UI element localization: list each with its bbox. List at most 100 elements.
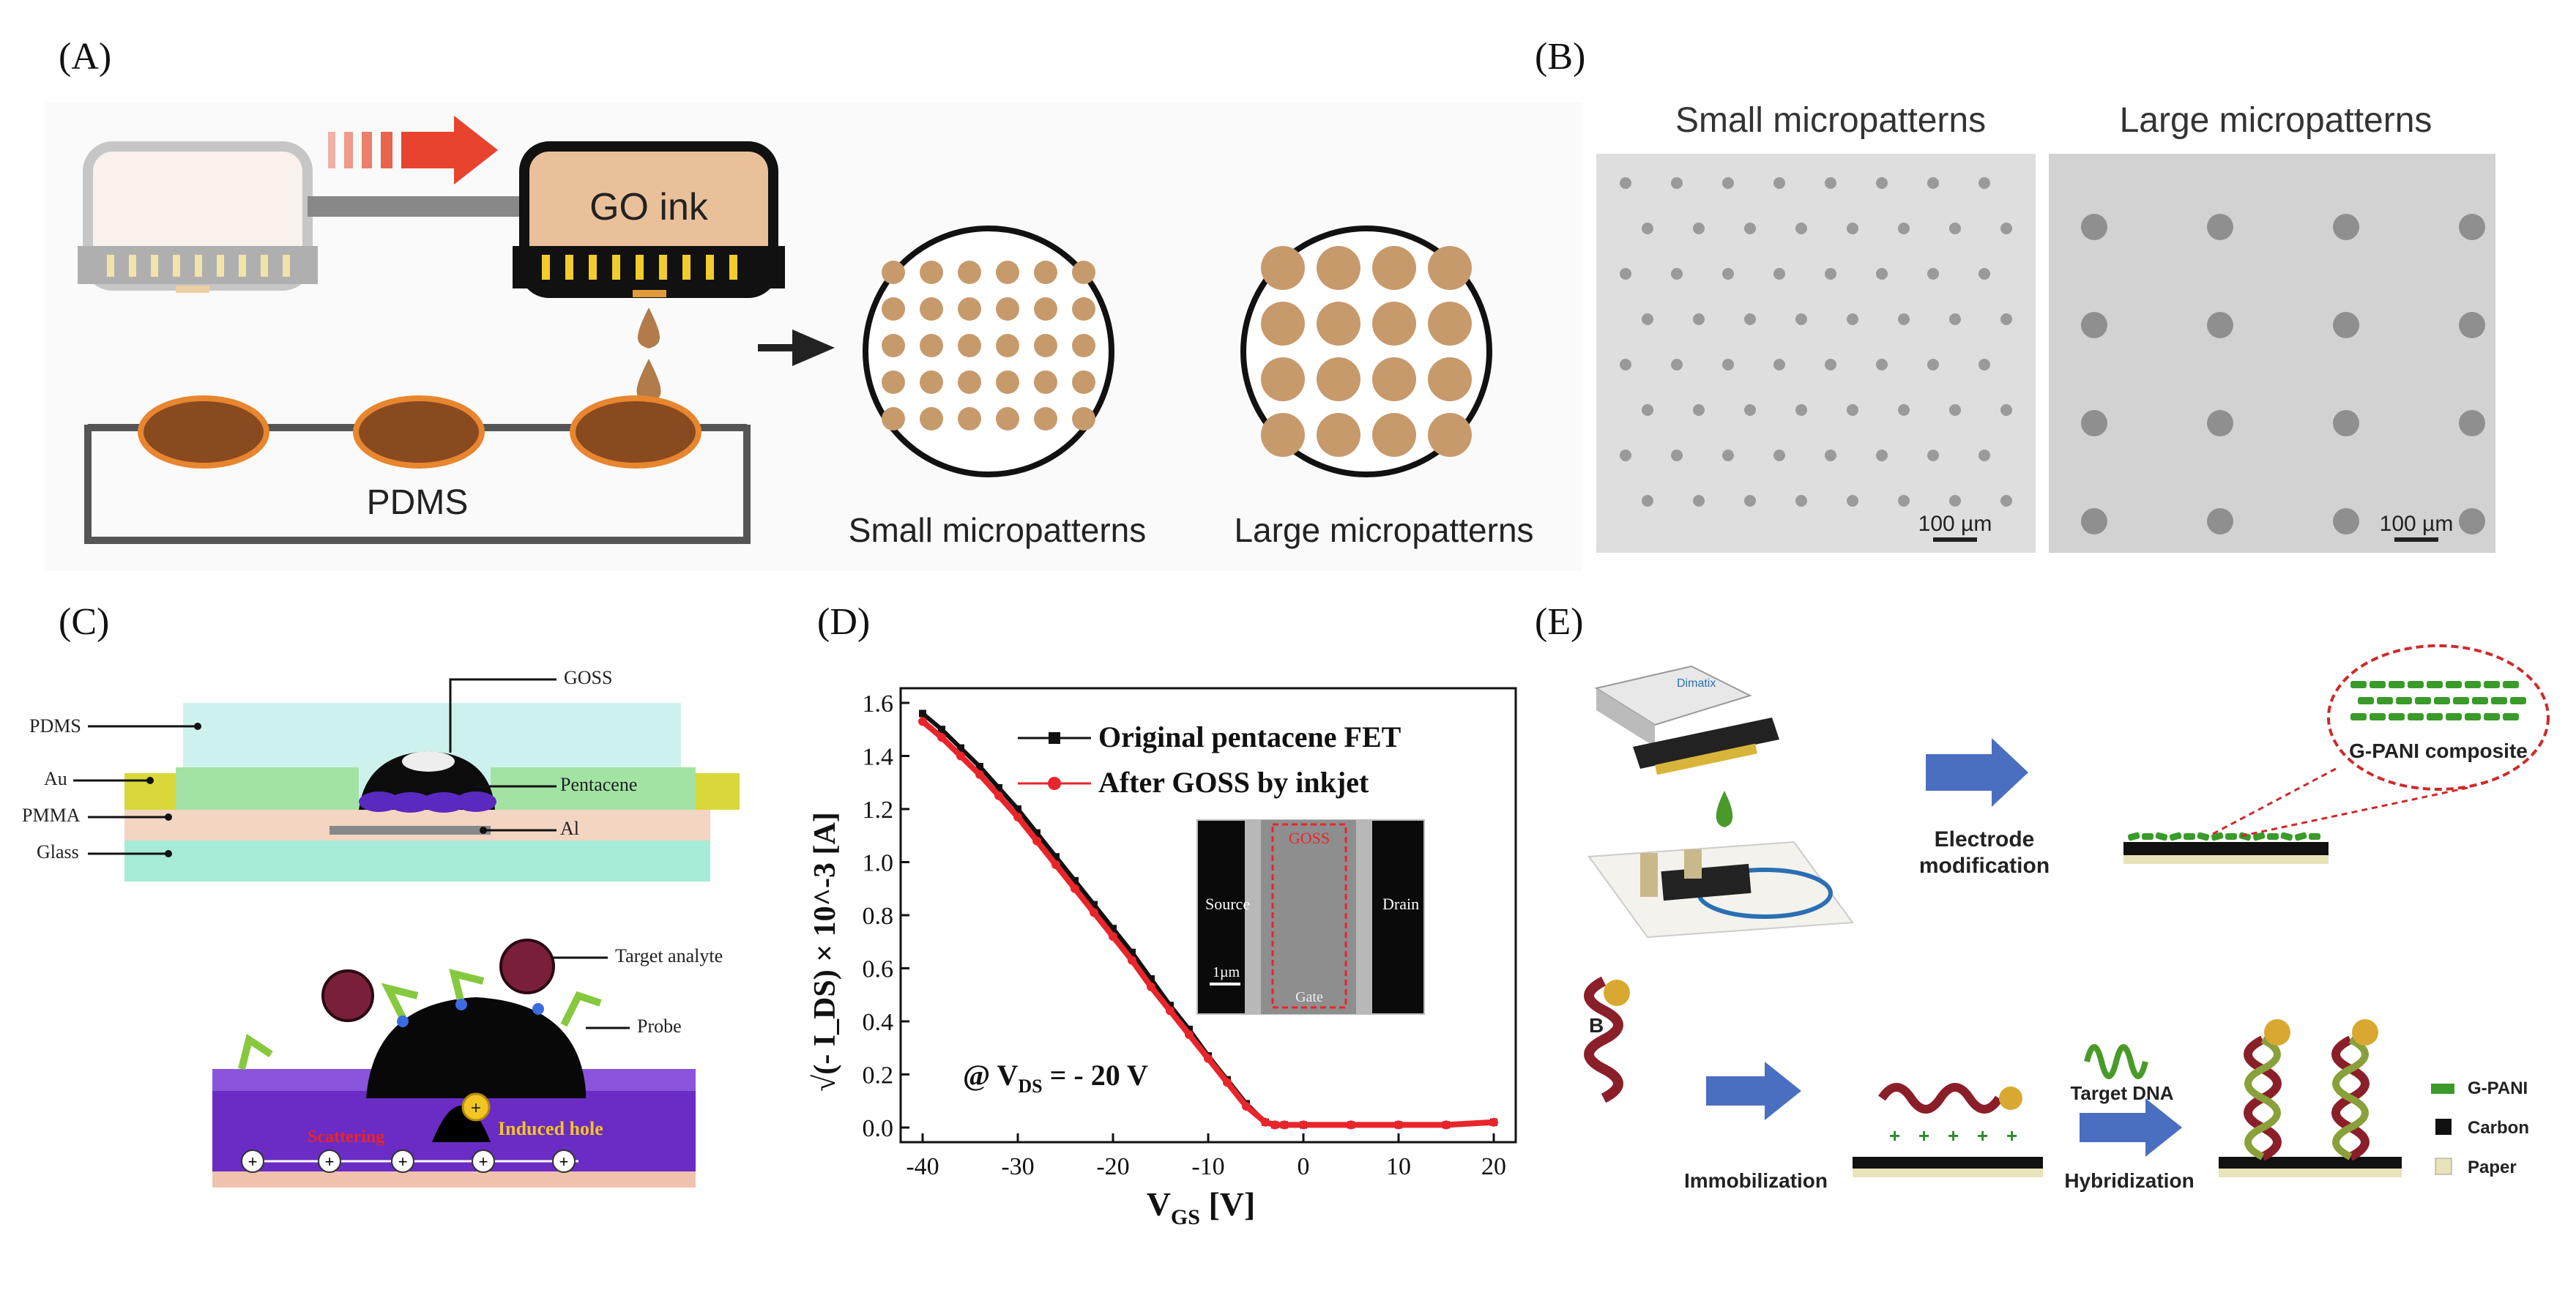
scale-bar-label-large: 100 µm xyxy=(2380,512,2454,536)
gpani-flake xyxy=(2434,697,2450,704)
data-point xyxy=(976,763,983,770)
micrograph-spot xyxy=(1722,359,1734,370)
micrograph-spot xyxy=(1744,495,1756,507)
micrograph-spot xyxy=(1927,359,1939,370)
micrograph-spot xyxy=(2081,214,2107,240)
ink-well xyxy=(353,395,485,469)
electrode-mod-label-2: modification xyxy=(1919,854,2050,878)
micropattern-dot xyxy=(996,334,1019,357)
data-point xyxy=(1013,812,1022,821)
gpani-flake xyxy=(2503,681,2519,688)
y-tick-label: 1.4 xyxy=(863,744,894,771)
gpani-flake xyxy=(2427,713,2443,720)
y-tick-label: 0.0 xyxy=(863,1115,894,1142)
au-label: Au xyxy=(44,768,67,789)
gpani-flake xyxy=(2465,713,2481,720)
target-dna-label: Target DNA xyxy=(2070,1082,2173,1104)
immobilized-probes: +++++ xyxy=(1853,1083,2043,1177)
micrograph-spot xyxy=(1795,313,1807,325)
micropattern-dot xyxy=(1428,302,1472,346)
data-point xyxy=(1051,860,1060,870)
micrograph-spot xyxy=(1825,268,1836,280)
pentacene-right xyxy=(491,767,696,810)
x-tick-label: 20 xyxy=(1481,1153,1506,1180)
micropattern-dot xyxy=(1034,370,1057,394)
panel-e-legend: G-PANI Carbon Paper xyxy=(2431,1078,2529,1177)
pmma-label: PMMA xyxy=(22,805,81,826)
modified-electrode xyxy=(2123,832,2329,864)
ink-well xyxy=(570,395,701,469)
scattering-label: Scattering xyxy=(308,1128,384,1147)
large-micropatterns-title: Large micropatterns xyxy=(2120,101,2432,140)
sub-panel-b-label: B xyxy=(1589,1014,1604,1037)
svg-text:+: + xyxy=(1948,1125,1959,1147)
immobilization-label: Immobilization xyxy=(1684,1169,1828,1192)
micrograph-spot xyxy=(1898,404,1910,416)
data-point xyxy=(1128,955,1136,965)
micrograph-spot xyxy=(1642,404,1653,416)
gpani-flake xyxy=(2127,832,2140,841)
micropattern-dot xyxy=(882,334,905,357)
hole-carriers: + + + + + xyxy=(241,1149,578,1173)
data-point xyxy=(1090,908,1098,917)
y-tick-label: 0.8 xyxy=(863,903,894,930)
gpani-flake xyxy=(2350,713,2367,720)
micrograph-spot xyxy=(1949,223,1961,234)
micropattern-dot xyxy=(920,297,943,321)
y-tick-label: 0.4 xyxy=(863,1009,894,1036)
gpani-flake xyxy=(2408,681,2424,688)
probe-label: Probe xyxy=(637,1016,682,1037)
y-tick-label: 1.6 xyxy=(863,690,894,718)
pmma-layer xyxy=(124,810,710,841)
go-ink-label: GO ink xyxy=(589,186,709,228)
gpani-flake xyxy=(2484,713,2500,720)
micrograph-spot xyxy=(2333,214,2359,240)
micrograph-spot xyxy=(2207,214,2233,240)
svg-text:+: + xyxy=(1918,1125,1929,1147)
micropattern-dot xyxy=(1072,261,1095,284)
svg-text:+: + xyxy=(1977,1125,1988,1147)
micrograph-spot xyxy=(2459,214,2485,240)
composite-label: G-PANI composite xyxy=(2349,739,2528,762)
gpani-flake xyxy=(2350,681,2367,688)
panel-c-label: (C) xyxy=(59,601,110,643)
data-point xyxy=(1109,925,1117,933)
micropattern-dot xyxy=(882,407,905,431)
data-point xyxy=(1166,1002,1174,1010)
micropattern-dot xyxy=(958,297,981,321)
svg-text:+: + xyxy=(559,1152,569,1171)
micrograph-spot xyxy=(1744,313,1756,325)
micrograph-spot xyxy=(1773,359,1785,370)
gpani-flake xyxy=(2155,832,2168,841)
micrograph-spot xyxy=(1795,404,1807,416)
gpani-flake xyxy=(2370,713,2386,720)
micropattern-dot xyxy=(1261,302,1305,346)
panel-d-label: (D) xyxy=(817,601,871,643)
data-point xyxy=(937,733,946,742)
micropattern-dot xyxy=(1317,357,1360,401)
gpani-flake xyxy=(2197,832,2210,841)
micrograph-spot xyxy=(1671,177,1683,189)
micrograph-spot xyxy=(2207,312,2233,338)
panel-e-label: (E) xyxy=(1535,601,1584,643)
data-point xyxy=(1280,1120,1289,1130)
micrograph-spot xyxy=(2000,313,2012,325)
data-point xyxy=(1204,1054,1213,1063)
x-tick-label: -30 xyxy=(1001,1153,1034,1180)
hybridized-dna xyxy=(2219,1019,2402,1177)
micropattern-dot xyxy=(1261,413,1305,457)
data-point xyxy=(994,791,1003,800)
svg-text:+: + xyxy=(248,1152,258,1171)
svg-text:+: + xyxy=(1889,1125,1900,1147)
data-point xyxy=(938,726,945,734)
svg-text:+: + xyxy=(398,1152,408,1171)
micropattern-dot xyxy=(1372,357,1416,401)
micrograph-spot xyxy=(1978,268,1990,280)
micropattern-dot xyxy=(996,297,1019,321)
micropattern-dot xyxy=(996,261,1019,284)
micrograph-spot xyxy=(1722,268,1734,280)
micrograph-spot xyxy=(2207,508,2233,534)
micrograph-spot xyxy=(1693,223,1705,234)
micrograph-spot xyxy=(1847,404,1858,416)
micrograph-spot xyxy=(1978,177,1990,189)
